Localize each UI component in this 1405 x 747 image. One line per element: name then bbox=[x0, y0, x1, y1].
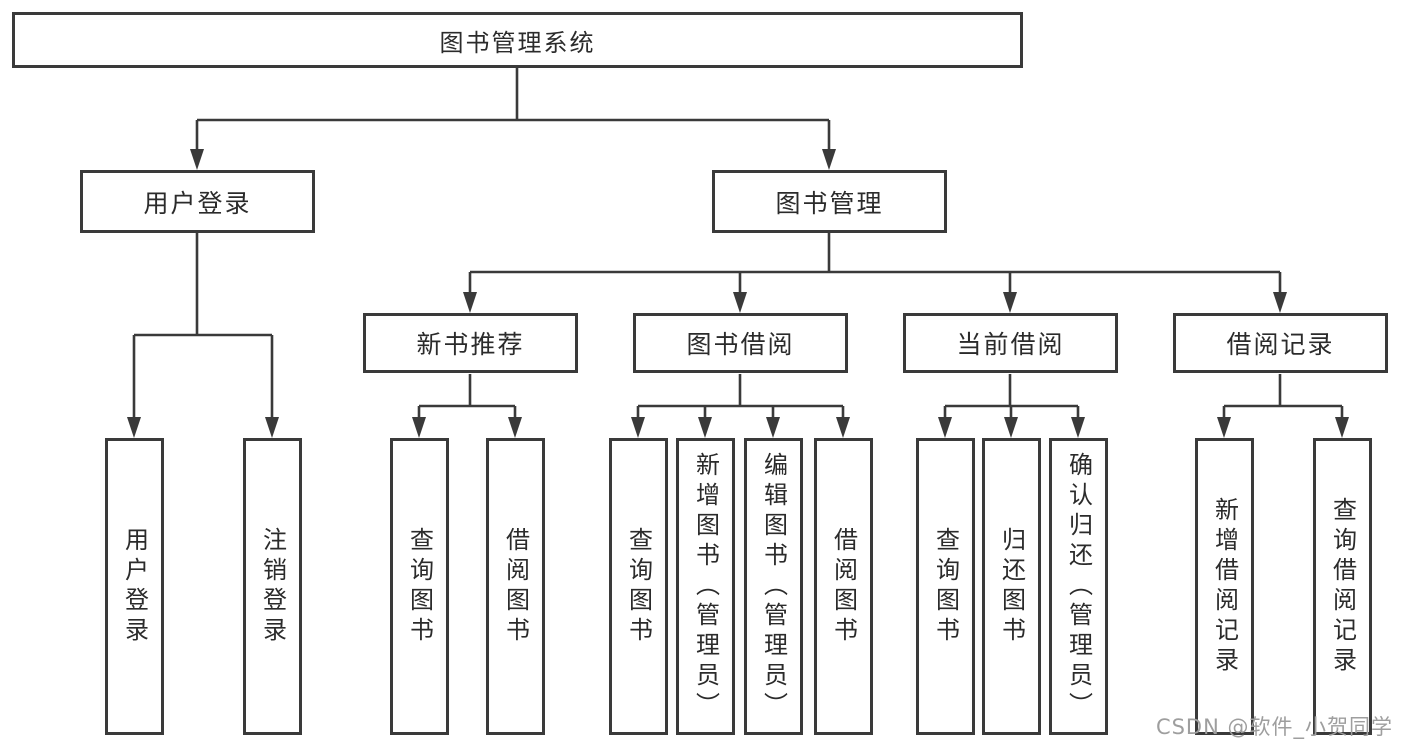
leaf-confirm-return-admin-label: 确认归还（管理员） bbox=[1064, 451, 1093, 722]
leaf-recommend-query-books-label: 查询图书 bbox=[405, 526, 434, 647]
leaf-borrowing-query-books-label: 查询图书 bbox=[624, 526, 653, 647]
leaf-query-borrow-record: 查询借阅记录 bbox=[1313, 438, 1372, 735]
leaf-edit-books-admin-label: 编辑图书（管理员） bbox=[759, 451, 788, 722]
leaf-logout: 注销登录 bbox=[243, 438, 302, 735]
node-borrowing-records-label: 借阅记录 bbox=[1226, 330, 1335, 359]
node-book-management-label: 图书管理 bbox=[775, 188, 884, 218]
node-user-login-branch: 用户登录 bbox=[80, 170, 315, 233]
leaf-current-query-books-label: 查询图书 bbox=[931, 526, 960, 647]
node-current-borrowing-label: 当前借阅 bbox=[956, 330, 1065, 359]
leaf-recommend-borrow-books-label: 借阅图书 bbox=[501, 526, 530, 647]
node-user-login-branch-label: 用户登录 bbox=[143, 188, 252, 218]
node-new-book-recommend: 新书推荐 bbox=[363, 313, 578, 373]
leaf-query-borrow-record-label: 查询借阅记录 bbox=[1328, 496, 1357, 677]
node-book-borrowing: 图书借阅 bbox=[633, 313, 848, 373]
leaf-recommend-borrow-books: 借阅图书 bbox=[486, 438, 545, 735]
node-borrowing-records: 借阅记录 bbox=[1173, 313, 1388, 373]
node-book-borrowing-label: 图书借阅 bbox=[686, 330, 795, 359]
node-library-system-label: 图书管理系统 bbox=[439, 28, 596, 57]
node-current-borrowing: 当前借阅 bbox=[903, 313, 1118, 373]
leaf-borrowing-borrow-books: 借阅图书 bbox=[814, 438, 873, 735]
node-new-book-recommend-label: 新书推荐 bbox=[416, 330, 525, 359]
node-library-system: 图书管理系统 bbox=[12, 12, 1023, 68]
leaf-add-borrow-record: 新增借阅记录 bbox=[1195, 438, 1254, 735]
leaf-logout-label: 注销登录 bbox=[258, 526, 287, 647]
leaf-add-books-admin-label: 新增图书（管理员） bbox=[691, 451, 720, 722]
leaf-user-login: 用户登录 bbox=[105, 438, 164, 735]
leaf-return-books: 归还图书 bbox=[982, 438, 1041, 735]
leaf-current-query-books: 查询图书 bbox=[916, 438, 975, 735]
csdn-watermark: CSDN @软件_小贺同学 bbox=[1155, 715, 1393, 739]
leaf-return-books-label: 归还图书 bbox=[997, 526, 1026, 647]
leaf-user-login-label: 用户登录 bbox=[120, 526, 149, 647]
node-book-management: 图书管理 bbox=[712, 170, 947, 233]
leaf-recommend-query-books: 查询图书 bbox=[390, 438, 449, 735]
leaf-confirm-return-admin: 确认归还（管理员） bbox=[1049, 438, 1108, 735]
leaf-borrowing-borrow-books-label: 借阅图书 bbox=[829, 526, 858, 647]
leaf-add-books-admin: 新增图书（管理员） bbox=[676, 438, 735, 735]
leaf-edit-books-admin: 编辑图书（管理员） bbox=[744, 438, 803, 735]
leaf-borrowing-query-books: 查询图书 bbox=[609, 438, 668, 735]
leaf-add-borrow-record-label: 新增借阅记录 bbox=[1210, 496, 1239, 677]
